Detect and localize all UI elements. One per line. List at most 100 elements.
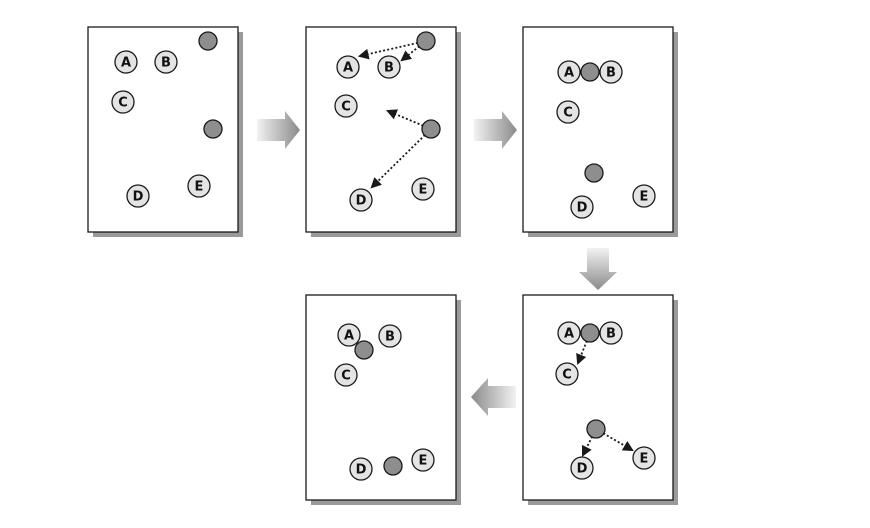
node-circle-icon	[411, 177, 435, 201]
node-label: D	[577, 462, 588, 477]
node-label: A	[564, 327, 574, 342]
panel-step-2: A B C D E	[305, 26, 461, 237]
centroid-icon	[416, 31, 436, 51]
node-label: E	[640, 452, 649, 467]
assignment-arrow	[595, 428, 634, 452]
node-circle-icon	[349, 188, 373, 212]
node-a: A	[114, 50, 138, 74]
node-a: A	[557, 321, 581, 345]
node-e: E	[632, 184, 656, 208]
node-circle-icon	[570, 456, 594, 480]
centroid-icon	[354, 340, 374, 360]
node-label: C	[563, 106, 573, 121]
node-label: A	[564, 66, 574, 81]
centroid-icon	[580, 62, 600, 82]
node-label: D	[577, 201, 588, 216]
node-label: B	[161, 56, 171, 71]
node-circle-icon	[599, 321, 623, 345]
node-circle-icon	[114, 50, 138, 74]
node-circle-icon	[187, 174, 211, 198]
centroid-icon	[198, 31, 218, 51]
node-b: B	[378, 324, 402, 348]
node-d: D	[570, 195, 594, 219]
node-d: D	[126, 184, 150, 208]
flow-arrow-right-1	[257, 111, 300, 149]
node-e: E	[411, 177, 435, 201]
node-label: B	[385, 330, 395, 345]
assignment-arrow	[386, 109, 432, 130]
flow-arrow-down	[579, 248, 617, 290]
node-label: B	[606, 327, 616, 342]
flow-arrow-right-2	[474, 111, 517, 149]
node-circle-icon	[555, 362, 579, 386]
node-circle-icon	[334, 94, 358, 118]
panel-step-3: A B C D E	[522, 26, 678, 237]
node-circle-icon	[337, 323, 361, 347]
node-label: E	[419, 183, 428, 198]
node-d: D	[570, 456, 594, 480]
node-c: C	[556, 100, 580, 124]
centroid-icon	[421, 119, 441, 139]
node-circle-icon	[336, 55, 360, 79]
node-circle-icon	[378, 324, 402, 348]
centroid-icon	[586, 419, 606, 439]
panel-frame	[522, 294, 674, 501]
node-circle-icon	[334, 363, 358, 387]
node-circle-icon	[599, 60, 623, 84]
node-circle-icon	[126, 184, 150, 208]
centroid-icon	[383, 456, 403, 476]
node-b: B	[599, 60, 623, 84]
node-c: C	[111, 90, 135, 114]
node-label: B	[384, 61, 394, 76]
node-e: E	[632, 446, 656, 470]
node-label: C	[562, 368, 572, 383]
node-a: A	[557, 60, 581, 84]
node-circle-icon	[557, 321, 581, 345]
node-label: B	[606, 66, 616, 81]
node-b: B	[154, 50, 178, 74]
centroid-icon	[584, 163, 604, 183]
node-circle-icon	[154, 50, 178, 74]
panel-frame	[305, 294, 457, 501]
node-c: C	[334, 363, 358, 387]
flow-arrow-left	[471, 378, 516, 416]
node-label: D	[356, 463, 367, 478]
node-e: E	[187, 174, 211, 198]
node-c: C	[334, 94, 358, 118]
node-label: D	[133, 190, 144, 205]
node-circle-icon	[632, 446, 656, 470]
node-circle-icon	[349, 457, 373, 481]
node-circle-icon	[411, 448, 435, 472]
node-c: C	[555, 362, 579, 386]
node-circle-icon	[111, 90, 135, 114]
assignment-arrow	[357, 40, 427, 60]
node-label: C	[341, 100, 351, 115]
node-b: B	[599, 321, 623, 345]
centroid-icon	[580, 323, 600, 343]
panel-step-1: A B C D E	[87, 26, 243, 237]
panel-step-4: A B C D E	[522, 294, 678, 505]
node-label: C	[118, 96, 128, 111]
assignment-arrow	[370, 128, 432, 189]
node-circle-icon	[557, 60, 581, 84]
node-e: E	[411, 448, 435, 472]
node-a: A	[336, 55, 360, 79]
node-label: A	[344, 329, 354, 344]
centroid-icon	[203, 119, 223, 139]
node-circle-icon	[570, 195, 594, 219]
panel-step-5: A B C D E	[305, 294, 461, 505]
node-label: A	[343, 61, 353, 76]
node-d: D	[349, 188, 373, 212]
node-a: A	[337, 323, 361, 347]
node-label: E	[640, 190, 649, 205]
node-b: B	[377, 55, 401, 79]
node-label: D	[356, 194, 367, 209]
node-label: E	[195, 180, 204, 195]
node-label: E	[419, 454, 428, 469]
node-circle-icon	[632, 184, 656, 208]
node-circle-icon	[377, 55, 401, 79]
node-label: C	[341, 369, 351, 384]
node-circle-icon	[556, 100, 580, 124]
